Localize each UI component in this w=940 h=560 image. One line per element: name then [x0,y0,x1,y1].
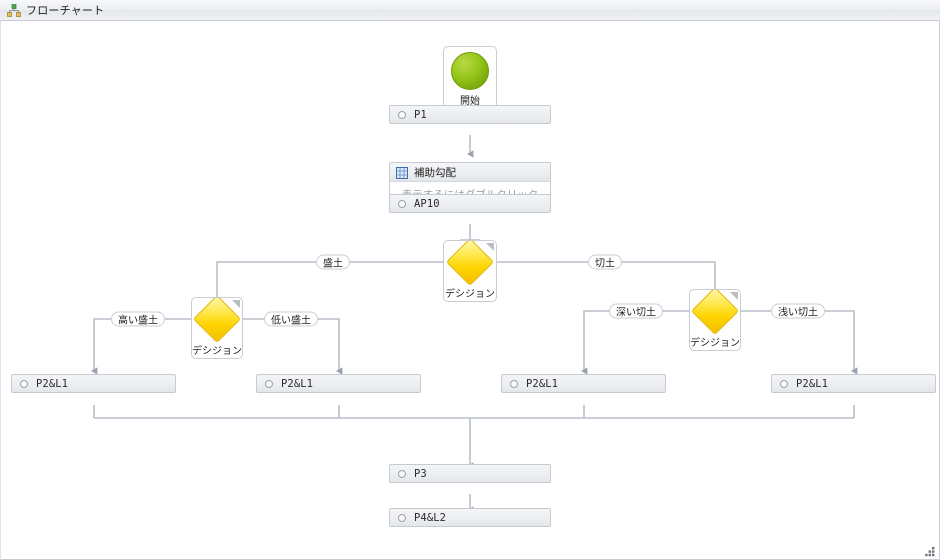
process-ring-icon [398,469,406,478]
node-p3[interactable]: P3 [389,464,551,483]
node-ap10[interactable]: AP10 [389,194,551,213]
node-decision-right-label: デシジョン [690,338,740,349]
tab-flowchart[interactable]: フローチャート [5,0,110,20]
node-p2l1-c-label: P2&L1 [526,377,559,390]
node-decision-main[interactable]: デシジョン [443,240,497,302]
hierarchy-icon [7,3,21,17]
edge-label-shallow-cut[interactable]: 浅い切土 [771,303,825,319]
node-p2l1-a-label: P2&L1 [36,377,69,390]
node-decision-right[interactable]: デシジョン [689,289,741,351]
tab-title: フローチャート [26,5,105,17]
node-decision-left[interactable]: デシジョン [191,297,243,359]
node-p3-label: P3 [414,467,427,480]
process-ring-icon [780,379,788,388]
node-ap10-label: AP10 [414,197,440,210]
grid-table-icon [396,166,408,179]
resize-grip-icon[interactable] [924,544,936,557]
edge-label-cut[interactable]: 切土 [588,254,622,270]
node-p4l2-label: P4&L2 [414,511,447,524]
subflow-header: 補助勾配 [390,163,550,182]
resize-corner-icon [232,300,240,308]
node-p4l2[interactable]: P4&L2 [389,508,551,527]
node-p2l1-a[interactable]: P2&L1 [11,374,176,393]
node-p2l1-d-label: P2&L1 [796,377,829,390]
resize-corner-icon [730,292,738,300]
node-start-label: 開始 [460,96,480,107]
subflow-title: 補助勾配 [414,166,456,179]
process-ring-icon [398,199,406,208]
node-decision-left-label: デシジョン [192,346,242,357]
node-p1-label: P1 [414,108,427,121]
node-p2l1-b-label: P2&L1 [281,377,314,390]
flowchart-canvas[interactable]: 開始 P1 補助勾配 表示するにはダブルクリック [0,21,940,560]
process-ring-icon [510,379,518,388]
node-decision-main-label: デシジョン [445,289,495,300]
green-circle-icon [451,52,489,90]
process-ring-icon [398,110,406,119]
edge-label-deep-cut[interactable]: 深い切土 [609,303,663,319]
process-ring-icon [20,379,28,388]
node-start[interactable]: 開始 [443,46,497,110]
node-p2l1-d[interactable]: P2&L1 [771,374,936,393]
node-p2l1-b[interactable]: P2&L1 [256,374,421,393]
process-ring-icon [265,379,273,388]
process-ring-icon [398,513,406,522]
window-titlebar: フローチャート [0,0,940,21]
edge-label-low-fill[interactable]: 低い盛土 [264,311,318,327]
node-p2l1-c[interactable]: P2&L1 [501,374,666,393]
edge-label-high-fill[interactable]: 高い盛土 [111,311,165,327]
edge-label-fill[interactable]: 盛土 [316,254,350,270]
resize-corner-icon [486,243,494,251]
node-p1[interactable]: P1 [389,105,551,124]
